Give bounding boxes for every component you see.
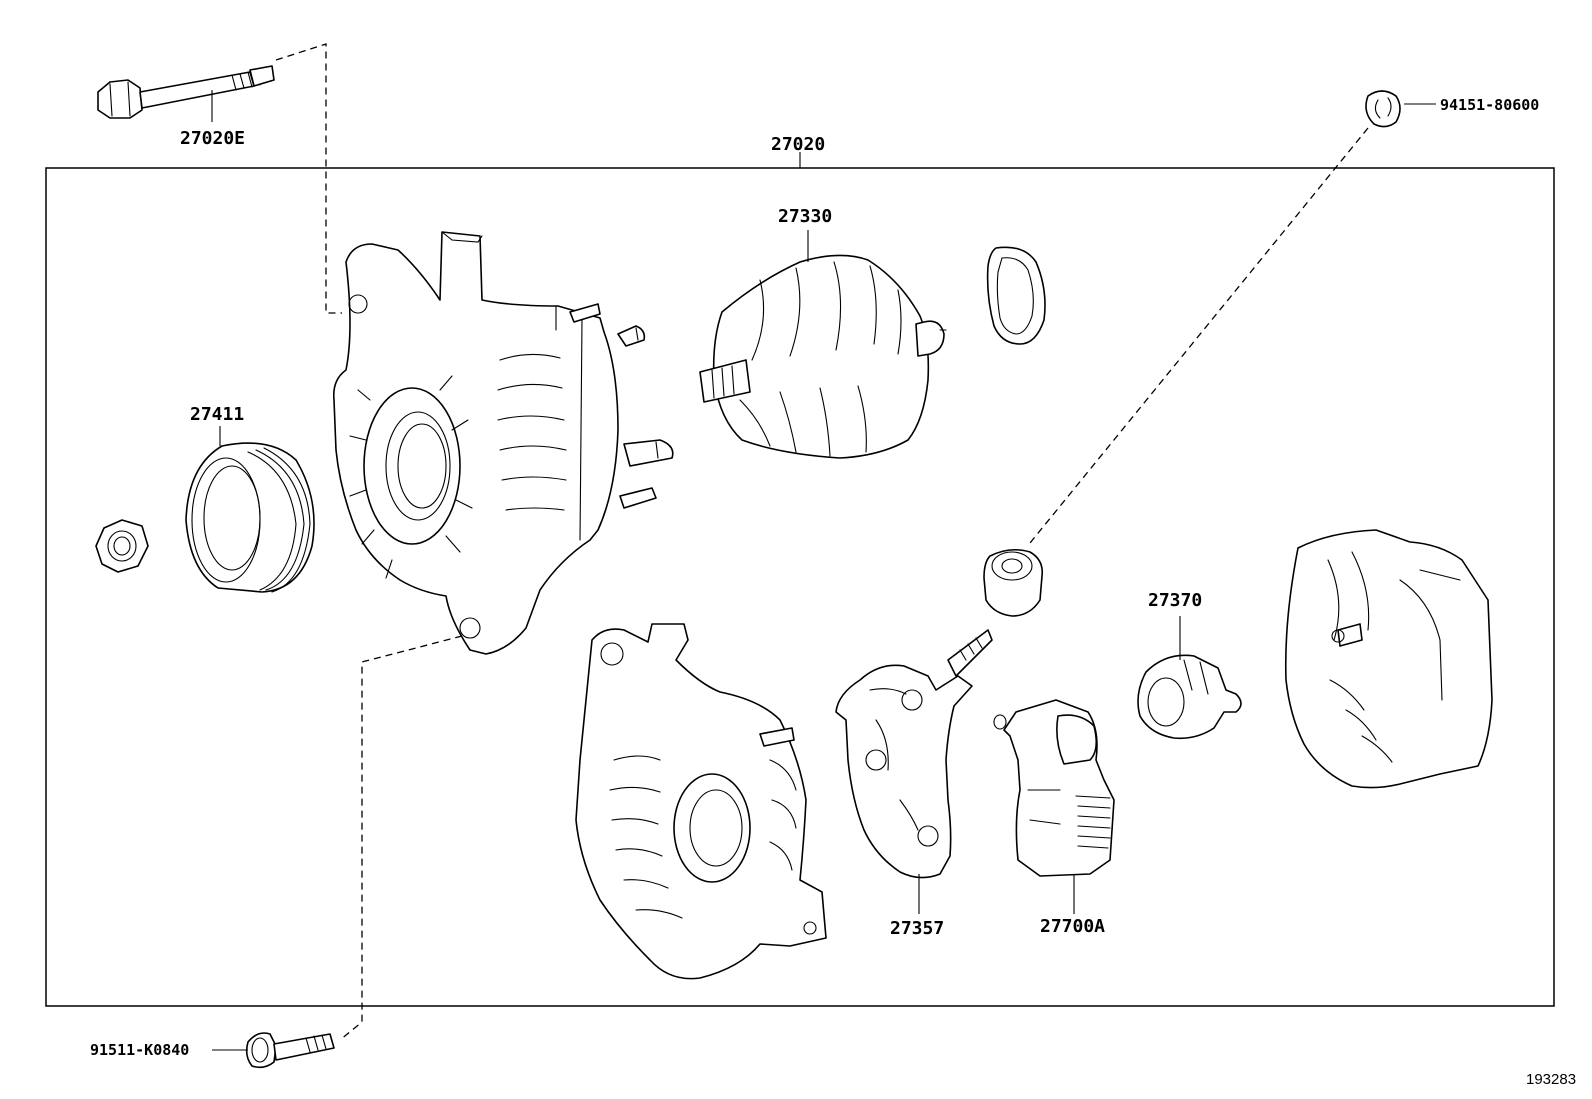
label-pulley-27411: 27411: [190, 404, 244, 425]
label-regulator-27700a: 27700A: [1040, 916, 1105, 937]
pulley-nut[interactable]: [95, 519, 149, 573]
bearing-insulator[interactable]: [983, 548, 1044, 617]
alternator-front-housing[interactable]: [332, 231, 674, 655]
bolt-91511-dashed-path: [339, 635, 463, 1041]
label-bolt-91511-k0840: 91511-K0840: [90, 1041, 189, 1059]
nut-94151-dashed-path: [1029, 127, 1369, 544]
bolt-27020e-dashed-path: [275, 43, 342, 314]
label-assembly-27020: 27020: [771, 134, 825, 155]
label-rotor-27330: 27330: [778, 206, 832, 227]
rectifier-27357[interactable]: [835, 629, 993, 879]
regulator-27700a[interactable]: [993, 699, 1115, 877]
rotor-27330[interactable]: [699, 254, 947, 459]
label-nut-94151-80600: 94151-80600: [1440, 96, 1539, 114]
bolt-27020e[interactable]: [97, 65, 275, 119]
label-holder-27370: 27370: [1148, 590, 1202, 611]
holder-27370[interactable]: [1137, 654, 1242, 740]
bolt-91511-k0840[interactable]: [245, 1032, 335, 1069]
alternator-rear-housing[interactable]: [575, 623, 827, 980]
rear-end-cover[interactable]: [1284, 529, 1493, 789]
figure-number: 193283: [1526, 1071, 1576, 1088]
pulley-27411[interactable]: [185, 442, 315, 593]
label-bolt-27020e: 27020E: [180, 128, 245, 149]
seal-ring[interactable]: [986, 246, 1046, 345]
nut-94151-80600[interactable]: [1365, 90, 1401, 128]
label-rectifier-27357: 27357: [890, 918, 944, 939]
